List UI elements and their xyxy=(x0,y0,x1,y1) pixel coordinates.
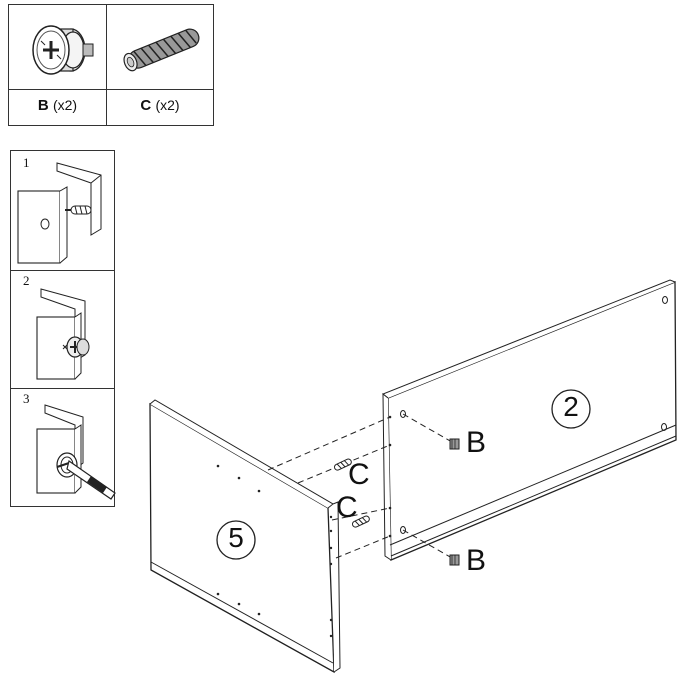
parts-table: B (x2) C (x2) xyxy=(8,4,214,126)
table-divider xyxy=(9,89,213,90)
callout-b-bottom: B xyxy=(466,544,487,577)
table-divider xyxy=(106,5,107,125)
step-divider xyxy=(11,388,114,389)
step-number: 2 xyxy=(23,273,30,288)
dashed-guide-lines xyxy=(267,413,453,559)
callout-c-bottom: C xyxy=(336,491,358,524)
wooden-dowel-icon xyxy=(123,28,200,72)
step-2-illustration xyxy=(36,288,90,380)
dowel-c-top xyxy=(333,458,352,471)
step-1-illustration xyxy=(17,162,102,264)
cam-lock-b-bottom xyxy=(449,554,460,566)
cam-lock-b-top xyxy=(449,438,460,450)
cam-lock-icon xyxy=(32,25,94,75)
step-number: 3 xyxy=(23,391,30,406)
panel-2-label: 2 xyxy=(563,391,579,422)
step-3-illustration xyxy=(36,404,116,500)
callout-c-top: C xyxy=(348,458,370,491)
panel-5-label: 5 xyxy=(228,522,244,553)
dowel-c-bottom xyxy=(351,515,370,528)
panel-5 xyxy=(149,399,341,674)
callout-b-top: B xyxy=(466,426,487,459)
step-number: 1 xyxy=(23,155,30,170)
part-label-b: B (x2) xyxy=(37,97,78,114)
part-label-c: C (x2) xyxy=(140,97,180,114)
steps-panel: 1 2 3 xyxy=(10,150,116,507)
panel-2 xyxy=(382,279,677,561)
step-divider xyxy=(11,270,114,271)
